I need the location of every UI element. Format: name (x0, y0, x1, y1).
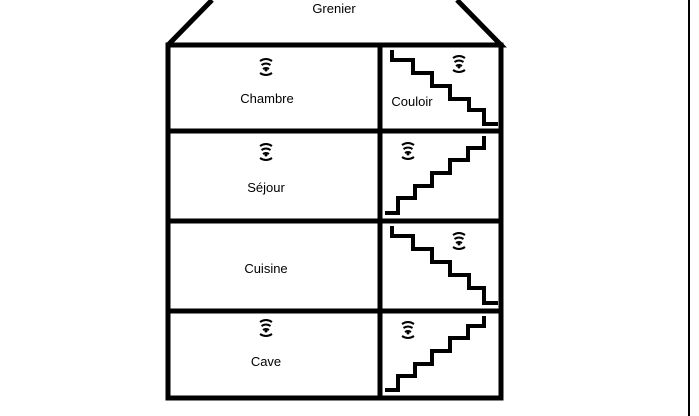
room-label-attic: Grenier (312, 1, 356, 16)
staircase (390, 226, 498, 305)
wifi-sensor-icon (259, 143, 273, 161)
room-label-hallway: Couloir (391, 94, 433, 109)
room-cellar: Cave (251, 316, 486, 392)
room-hallway: Couloir (388, 50, 498, 126)
room-kitchen: Cuisine (244, 226, 498, 305)
wifi-sensor-icon (401, 142, 415, 160)
wifi-sensor-icon (401, 321, 415, 339)
staircase (390, 50, 498, 126)
room-label-bedroom: Chambre (240, 91, 293, 106)
room-living: Séjour (247, 136, 486, 215)
wifi-sensor-icon (452, 232, 466, 250)
staircase (385, 316, 486, 392)
staircase (385, 136, 486, 215)
wifi-sensor-icon (259, 319, 273, 337)
room-bedroom: Chambre (240, 58, 294, 106)
room-label-living: Séjour (247, 180, 285, 195)
wifi-sensor-icon (259, 58, 273, 76)
room-label-cellar: Cave (251, 354, 281, 369)
room-label-kitchen: Cuisine (244, 261, 287, 276)
wifi-sensor-icon (452, 55, 466, 73)
